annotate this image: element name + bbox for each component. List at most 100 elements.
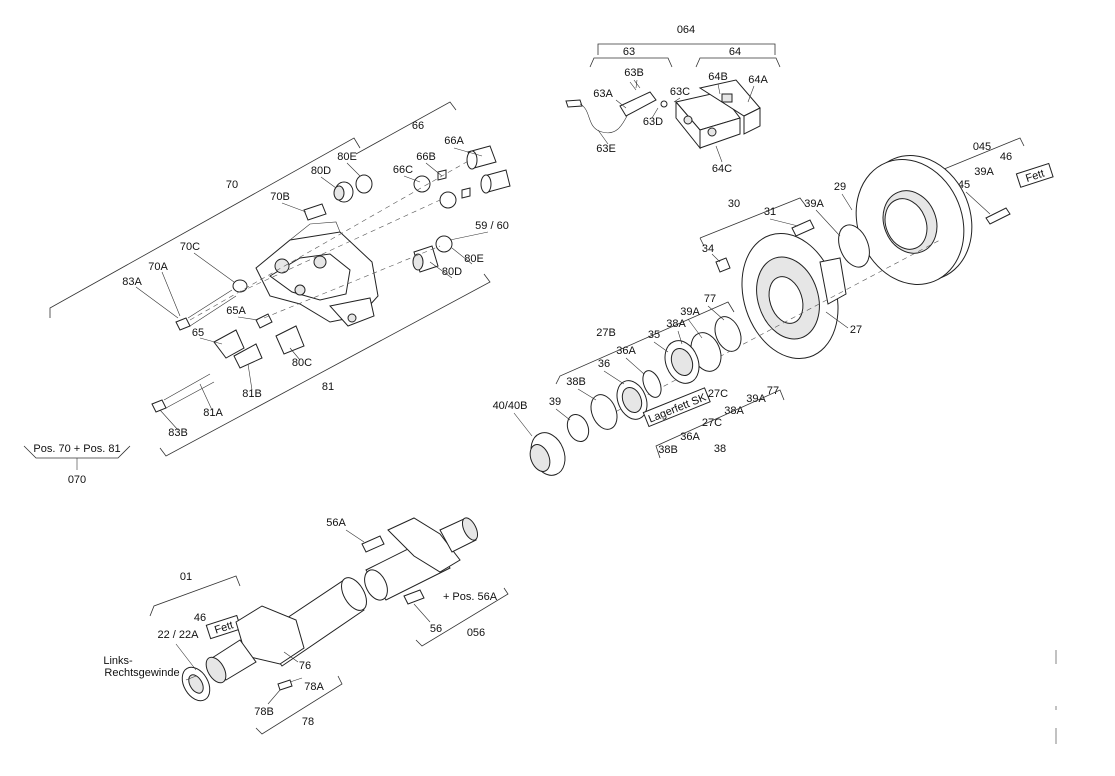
seal-ring-39A-drawing [838, 224, 870, 268]
label-66A: 66A [444, 135, 464, 147]
label-65A: 65A [226, 305, 246, 317]
group-056-axle: 56A + Pos. 56A 56 056 [326, 517, 509, 647]
bracket-64 [695, 57, 781, 68]
label-fett-left: Fett [213, 619, 235, 636]
label-64A: 64A [748, 74, 768, 86]
label-81: 81 [322, 381, 334, 393]
label-77: 77 [704, 293, 716, 305]
label-78B: 78B [254, 706, 274, 718]
label-80D-bottom: 80D [442, 266, 462, 278]
label-070: 070 [68, 474, 86, 486]
label-70B: 70B [270, 191, 290, 203]
label-78A: 78A [304, 681, 324, 693]
label-27C: 27C [708, 388, 728, 400]
bracket-27B [555, 301, 735, 385]
label-39A-hub: 39A [804, 198, 824, 210]
label-63A: 63A [593, 88, 613, 100]
bracket-01 [149, 575, 241, 617]
label-80E-bottom: 80E [464, 253, 484, 265]
label-66C: 66C [393, 164, 413, 176]
label-39A-b: 39A [746, 393, 766, 405]
group-01-axle-end: 01 46 Fett 22 / 22A Links- Rechtsgewinde… [103, 571, 367, 735]
label-36: 36 [598, 358, 610, 370]
label-70: 70 [226, 179, 238, 191]
label-77b: 77 [767, 385, 779, 397]
caliper-small-parts-drawing [151, 145, 511, 413]
label-rechtsgewinde: Rechtsgewinde [104, 667, 179, 679]
label-66: 66 [412, 120, 424, 132]
label-34: 34 [702, 243, 714, 255]
label-links: Links- [103, 655, 133, 667]
label-80D-top: 80D [311, 165, 331, 177]
label-38A: 38A [666, 318, 686, 330]
label-27B: 27B [596, 327, 616, 339]
label-64: 64 [729, 46, 741, 58]
label-29: 29 [834, 181, 846, 193]
fett-tube-left: Fett [205, 614, 242, 640]
label-056: 056 [467, 627, 485, 639]
group-70-caliper: 70 66 66A 66B 66C 80E 80D 70B 70C 70A 83… [49, 101, 511, 457]
label-045: 045 [973, 141, 991, 153]
label-39A-mid: 39A [680, 306, 700, 318]
label-39A-right: 39A [974, 166, 994, 178]
label-63C: 63C [670, 86, 690, 98]
label-064: 064 [677, 24, 695, 36]
label-70A: 70A [148, 261, 168, 273]
label-36A: 36A [616, 345, 636, 357]
group-hub-disc: 045 46 39A Fett 45 29 39A 30 31 34 [599, 137, 1054, 421]
label-56A: 56A [326, 517, 346, 529]
label-46-left: 46 [194, 612, 206, 624]
bracket-78 [255, 675, 343, 735]
label-pos-70-81: Pos. 70 + Pos. 81 [33, 443, 120, 455]
label-27C-b: 27C [702, 417, 722, 429]
label-59-60: 59 / 60 [475, 220, 509, 232]
brake-pad-drawing [675, 79, 761, 150]
label-81B: 81B [242, 388, 262, 400]
axle-tube-upper-drawing [364, 517, 479, 601]
label-56: 56 [430, 623, 442, 635]
group-064-brake-pads: 064 63 64 63B 63A 63C 63D 63E 64B 64A 64… [565, 24, 781, 175]
fett-tube-right: Fett [1015, 162, 1054, 188]
label-36A-b: 36A [680, 431, 700, 443]
label-63D: 63D [643, 116, 663, 128]
label-65: 65 [192, 327, 204, 339]
group-070: Pos. 70 + Pos. 81 070 [23, 443, 131, 486]
axle-tube-lower-drawing [205, 577, 367, 684]
bracket-70 [49, 137, 361, 318]
wheel-hub-drawing [741, 232, 847, 360]
bracket-30 [699, 197, 807, 247]
bracket-064 [597, 43, 776, 55]
label-22-22A: 22 / 22A [158, 629, 200, 641]
label-40-40B: 40/40B [493, 400, 528, 412]
label-63: 63 [623, 46, 635, 58]
label-78: 78 [302, 716, 314, 728]
brake-disc-drawing [855, 155, 973, 285]
label-38B-b: 38B [658, 444, 678, 456]
bracket-81 [159, 273, 491, 457]
bracket-63 [589, 57, 673, 68]
wear-sensor-drawing [565, 79, 668, 134]
label-83A: 83A [122, 276, 142, 288]
label-64B: 64B [708, 71, 728, 83]
label-63E: 63E [596, 143, 616, 155]
label-fett-right: Fett [1024, 168, 1046, 185]
label-81A: 81A [203, 407, 223, 419]
bracket-38 [655, 389, 785, 459]
label-27: 27 [850, 324, 862, 336]
label-63B: 63B [624, 67, 644, 79]
label-80C: 80C [292, 357, 312, 369]
label-38B: 38B [566, 376, 586, 388]
label-39: 39 [549, 396, 561, 408]
label-64C: 64C [712, 163, 732, 175]
caliper-housing-drawing [255, 221, 379, 327]
label-01: 01 [180, 571, 192, 583]
bracket-045 [931, 137, 1025, 175]
label-38-b: 38 [714, 443, 726, 455]
label-46-right: 46 [1000, 151, 1012, 163]
label-70C: 70C [180, 241, 200, 253]
label-66B: 66B [416, 151, 436, 163]
label-30: 30 [728, 198, 740, 210]
hub-cap-drawing [529, 432, 566, 476]
label-76: 76 [299, 660, 311, 672]
